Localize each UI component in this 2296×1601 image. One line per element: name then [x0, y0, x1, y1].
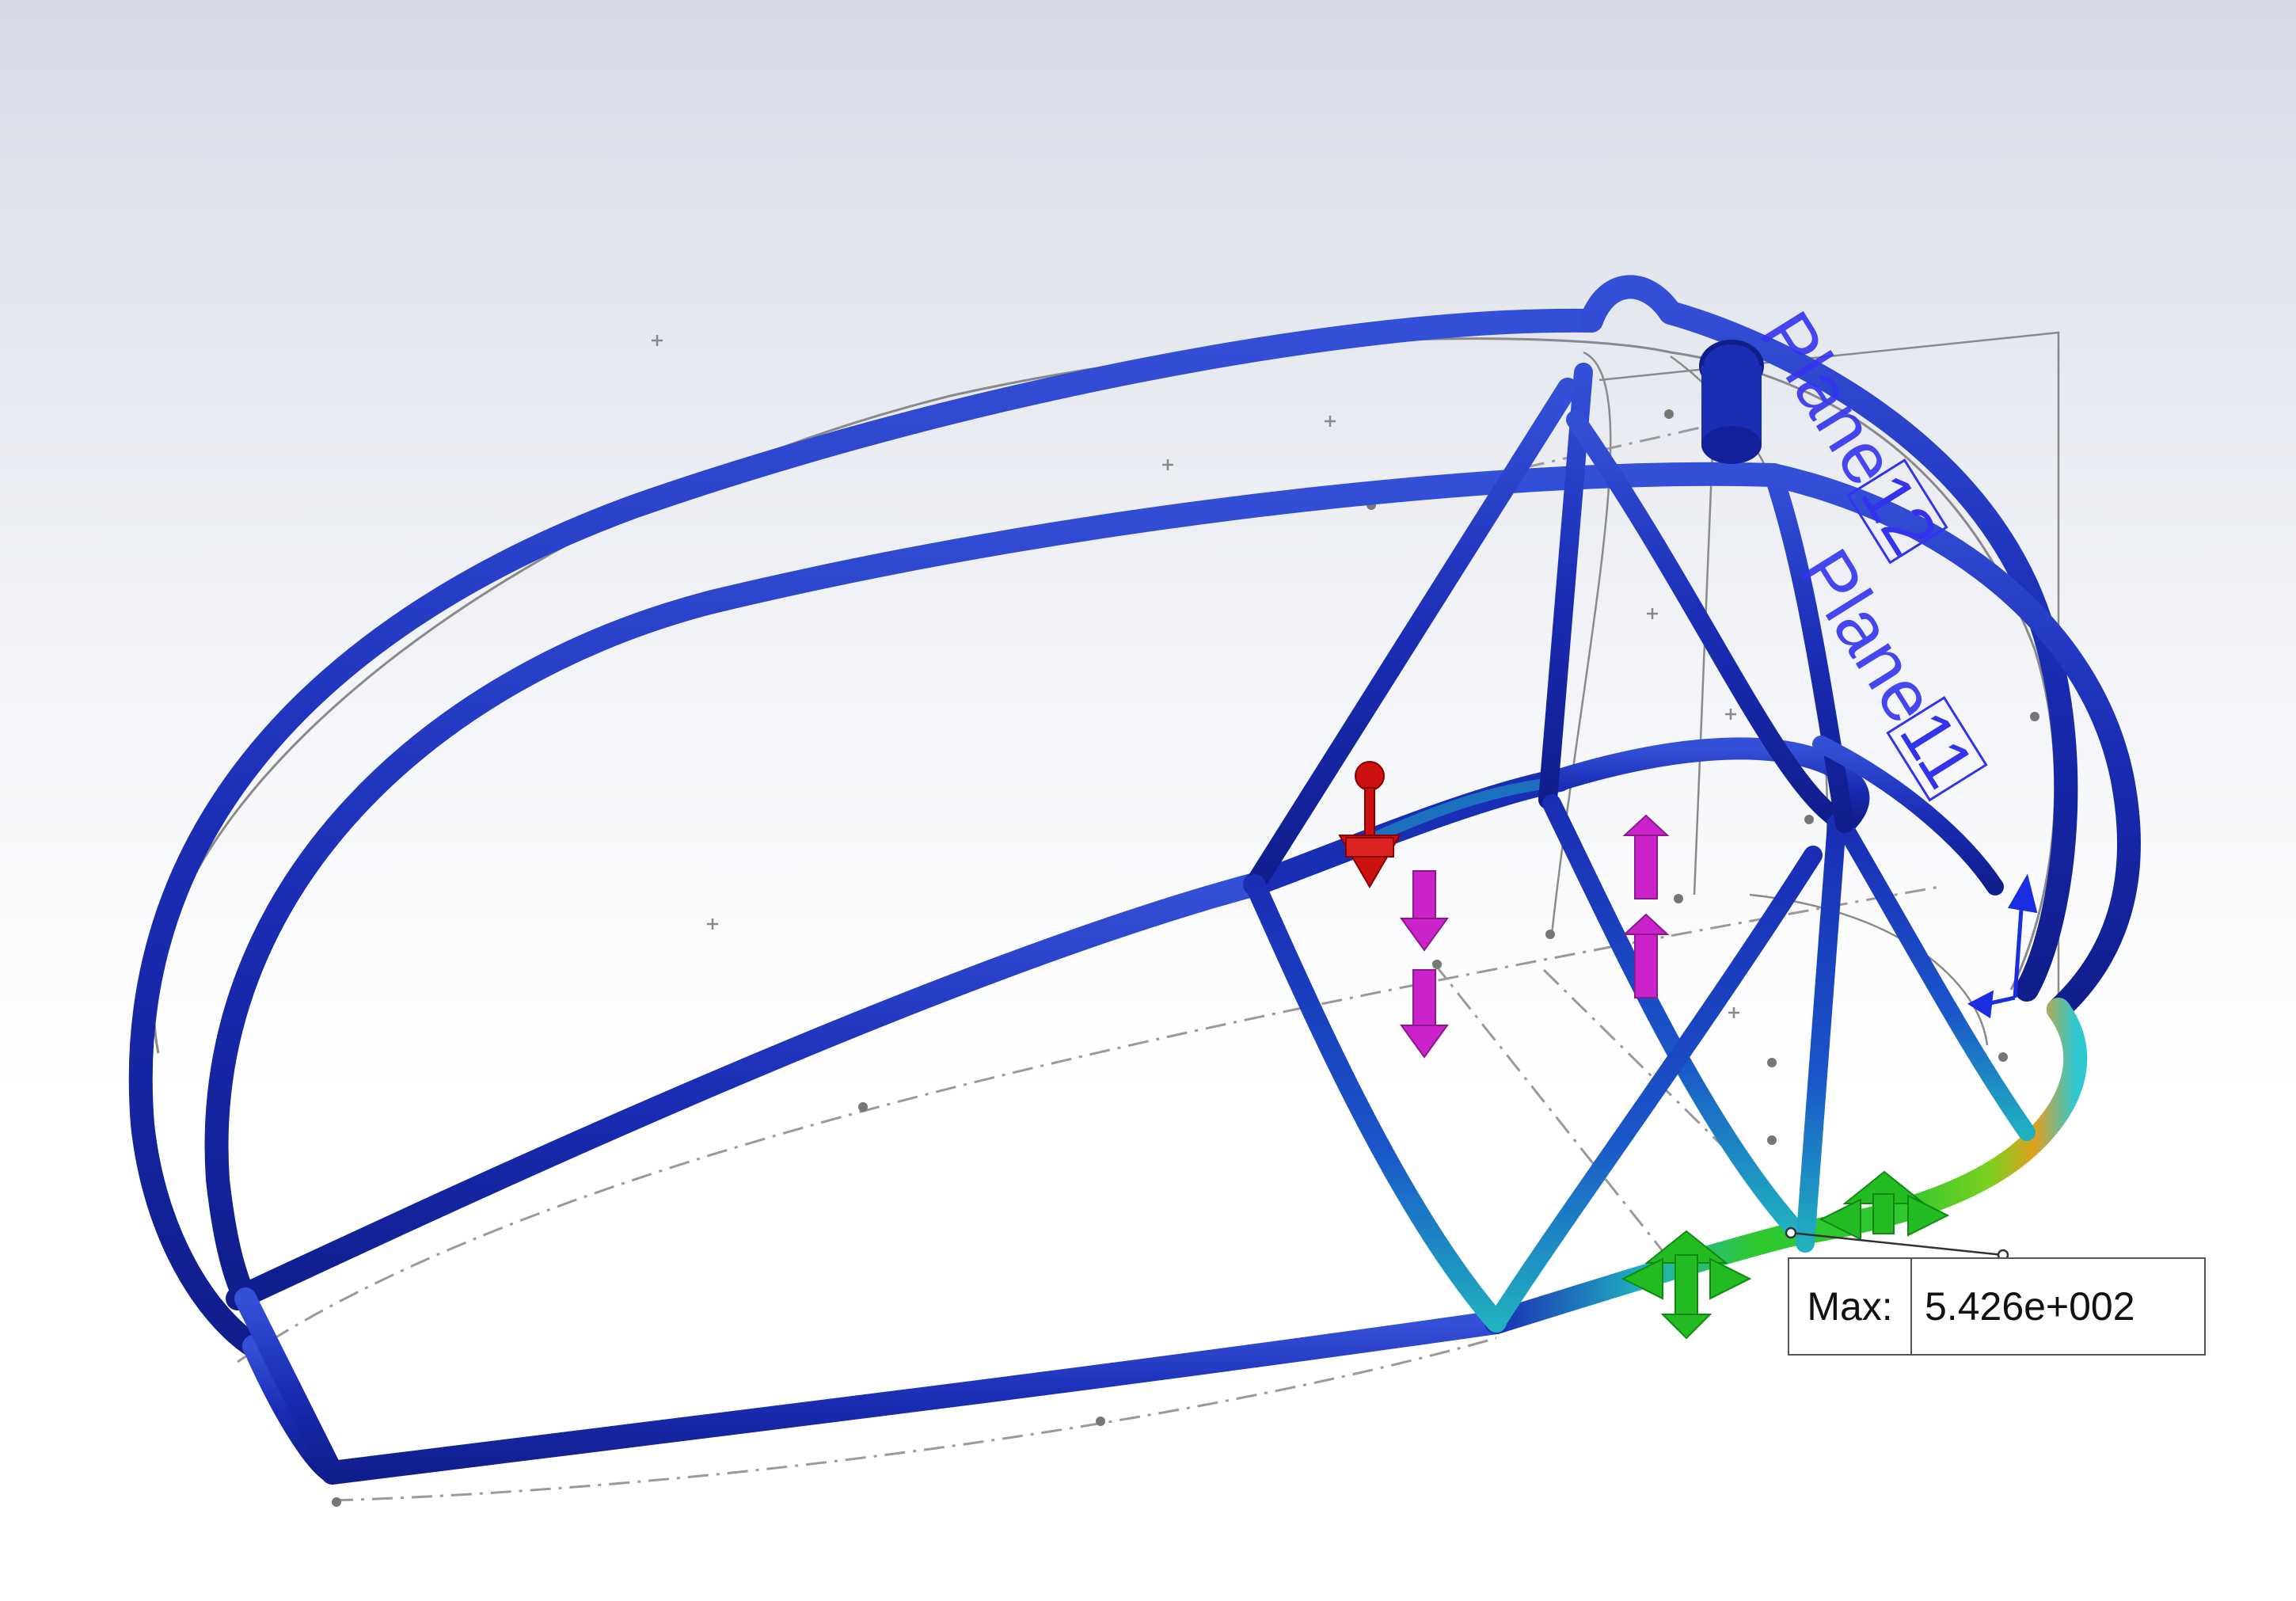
plane-12-label[interactable]: Plane 12: [1744, 299, 1955, 569]
sketch-crosshairs: [652, 335, 1739, 1018]
force-arrows[interactable]: [1400, 814, 1670, 1059]
fixed-geometry-icon[interactable]: [1819, 1170, 1950, 1241]
max-label: Max:: [1789, 1259, 1912, 1354]
force-up-arrow[interactable]: [1622, 814, 1670, 899]
direction-arrows: [1967, 873, 2038, 1019]
max-result-callout[interactable]: Max: 5.426e+002: [1788, 1257, 2206, 1356]
frame-tubes[interactable]: [128, 275, 2141, 1485]
force-up-arrow[interactable]: [1622, 913, 1670, 998]
fixture-icons[interactable]: [1621, 1170, 1950, 1340]
force-down-arrow[interactable]: [1400, 969, 1449, 1059]
remote-load-icon[interactable]: [1338, 761, 1401, 888]
max-value: 5.426e+002: [1925, 1284, 2135, 1329]
force-down-arrow[interactable]: [1400, 870, 1449, 952]
fixed-geometry-icon[interactable]: [1621, 1230, 1752, 1340]
sketch-points: [332, 409, 2039, 1507]
